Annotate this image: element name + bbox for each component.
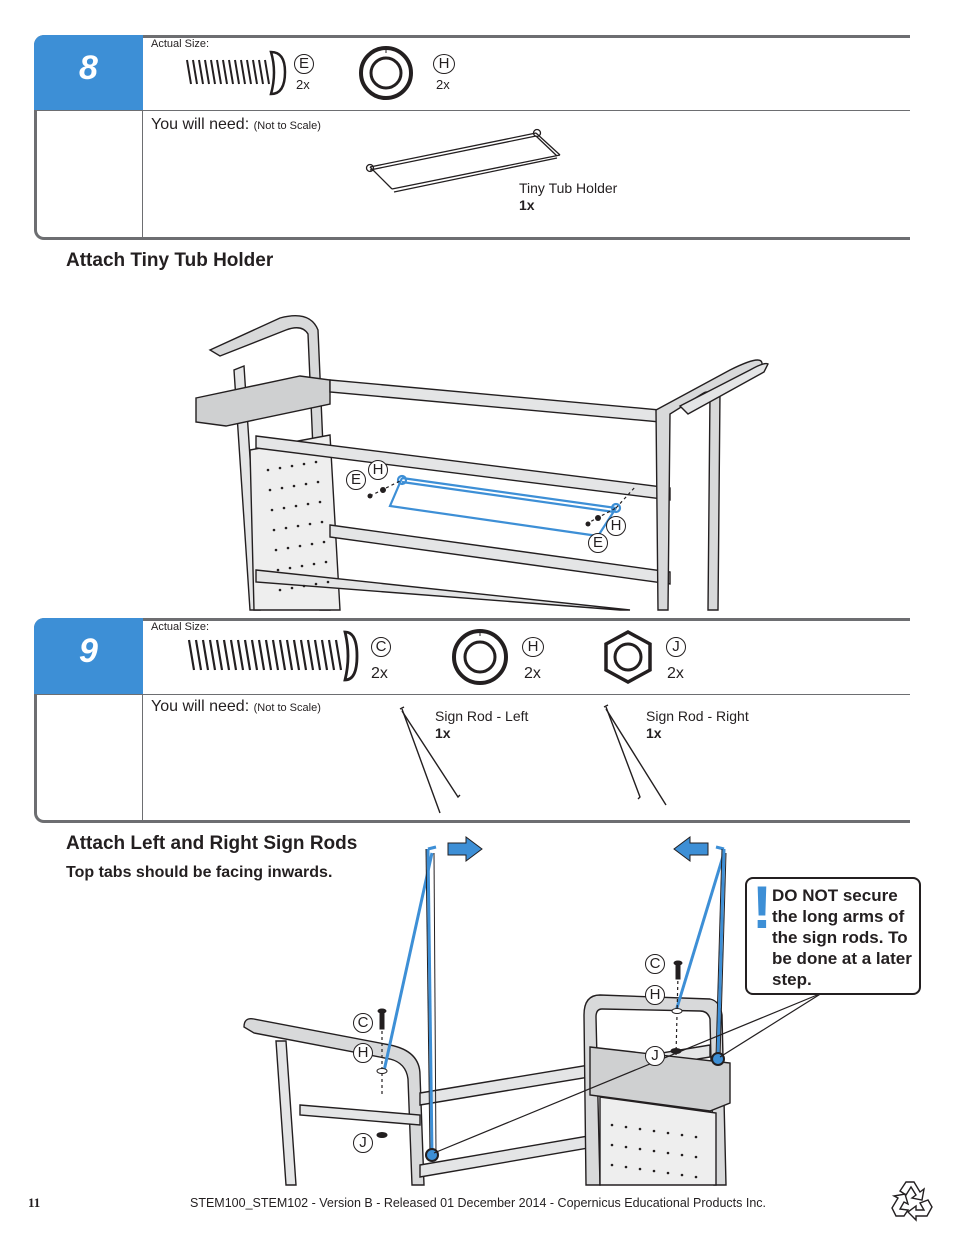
not-to-scale-note: (Not to Scale) — [253, 120, 321, 132]
step-8-divider — [34, 110, 910, 111]
step-9-divider — [34, 694, 910, 695]
tiny-tub-holder-drawing — [365, 128, 561, 193]
step-9-number: 9 — [79, 632, 98, 670]
hardware-qty: 2x — [524, 665, 541, 682]
hardware-letter-e: E — [294, 54, 314, 74]
callout-letter-h: H — [353, 1043, 373, 1063]
page-number: 11 — [28, 1195, 41, 1210]
step-9-subtitle: Top tabs should be facing inwards. — [66, 864, 333, 881]
step-8-title: Attach Tiny Tub Holder — [66, 250, 274, 271]
cart-assembly-drawing-step-8 — [195, 315, 769, 611]
footer-text: STEM100_STEM102 - Version B - Released 0… — [190, 1196, 766, 1210]
warning-box — [745, 877, 921, 995]
washer-icon — [452, 629, 508, 685]
cart-assembly-drawing-step-9 — [243, 836, 823, 1186]
step-9-actual-size-label: Actual Size: — [151, 621, 210, 633]
callout-letter-e: E — [588, 533, 608, 553]
part-name: Sign Rod - Right — [646, 708, 749, 724]
callout-letter-j: J — [353, 1133, 373, 1153]
part-sign-rod-left: Sign Rod - Left 1x — [435, 708, 528, 742]
hardware-letter-h: H — [522, 637, 544, 657]
callout-letter-h: H — [645, 985, 665, 1005]
callout-letter-h: H — [368, 460, 388, 480]
step-8-column-divider — [142, 110, 143, 237]
hardware-letter-h: H — [433, 54, 455, 74]
hardware-letter-c: C — [371, 637, 391, 657]
step-9-frame — [34, 618, 910, 823]
sign-rod-left-drawing — [399, 706, 461, 814]
recycle-icon — [891, 1181, 933, 1222]
part-tiny-tub-holder: Tiny Tub Holder 1x — [519, 180, 617, 214]
part-qty: 1x — [646, 725, 662, 741]
not-to-scale-note: (Not to Scale) — [253, 702, 321, 714]
step-8-number-box: 8 — [34, 35, 143, 111]
step-8-panel: 8 — [34, 35, 910, 240]
callout-letter-e: E — [346, 470, 366, 490]
part-name: Sign Rod - Left — [435, 708, 529, 724]
hardware-qty: 2x — [436, 77, 450, 92]
callout-letter-c: C — [353, 1013, 373, 1033]
short-bolt-icon — [186, 50, 287, 96]
step-9-number-box: 9 — [34, 618, 143, 694]
you-will-need-text: You will need: — [151, 116, 250, 133]
step-9-column-divider — [142, 694, 143, 820]
callout-letter-h: H — [606, 516, 626, 536]
sign-rod-right-drawing — [603, 704, 667, 806]
washer-icon — [359, 46, 413, 100]
part-qty: 1x — [519, 197, 535, 213]
step-8-actual-size-label: Actual Size: — [151, 38, 210, 50]
callout-letter-c: C — [645, 954, 665, 974]
step-8-frame — [34, 35, 910, 240]
hex-nut-icon — [604, 630, 652, 684]
hardware-qty: 2x — [296, 77, 310, 92]
long-bolt-icon — [187, 630, 359, 682]
step-9-title: Attach Left and Right Sign Rods — [66, 833, 358, 854]
hardware-letter-j: J — [666, 637, 686, 657]
warning-text: DO NOT secure the long arms of the sign … — [772, 886, 912, 989]
part-sign-rod-right: Sign Rod - Right 1x — [646, 708, 749, 742]
hardware-qty: 2x — [371, 665, 388, 682]
you-will-need-label: You will need: (Not to Scale) — [151, 116, 321, 134]
step-9-panel: 9 — [34, 618, 910, 823]
callout-letter-j: J — [645, 1046, 665, 1066]
hardware-qty: 2x — [667, 665, 684, 682]
part-name: Tiny Tub Holder — [519, 180, 618, 196]
you-will-need-label: You will need: (Not to Scale) — [151, 698, 321, 716]
step-8-number: 8 — [79, 49, 98, 87]
part-qty: 1x — [435, 725, 451, 741]
you-will-need-text: You will need: — [151, 698, 250, 715]
warning-icon: ! — [752, 874, 772, 941]
